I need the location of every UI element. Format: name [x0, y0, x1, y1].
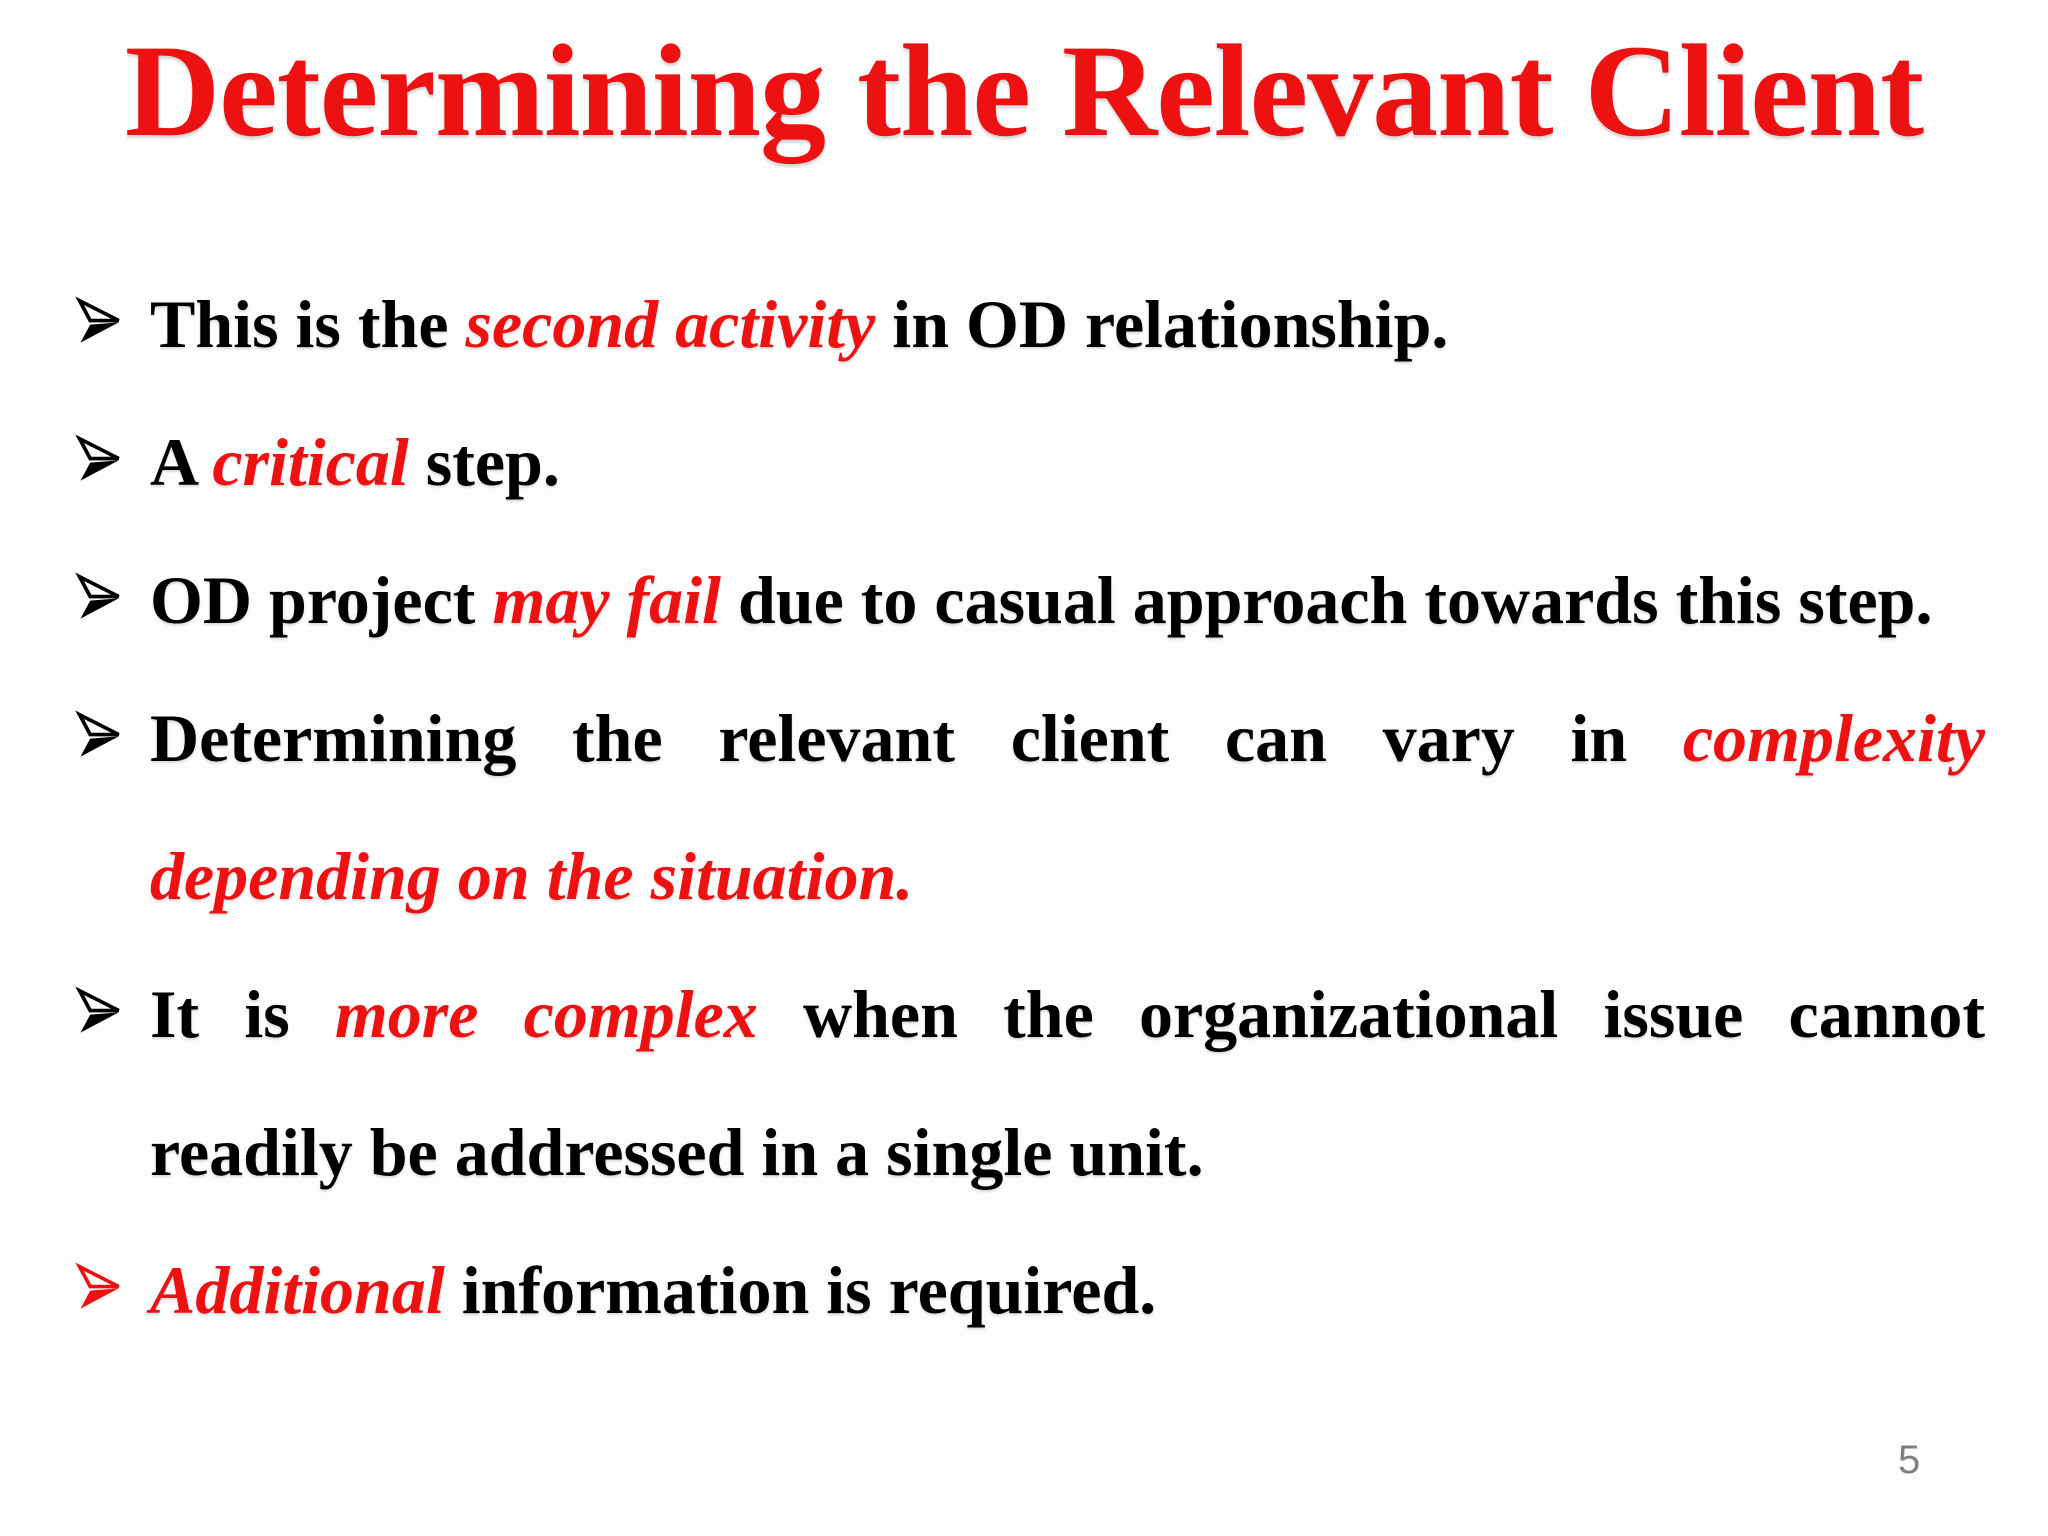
text-segment: Determining the relevant client can vary…	[150, 700, 1683, 776]
text-segment: when the organizational issue cannot	[757, 976, 1986, 1052]
arrow-bullet-icon	[75, 296, 121, 346]
slide-title: Determining the Relevant Client	[124, 17, 1924, 164]
bullet-text: OD project may fail due to casual approa…	[150, 531, 1985, 669]
text-segment: due to casual approach towards this step…	[720, 562, 1933, 638]
bullet-text: A critical step.	[150, 393, 1985, 531]
text-segment: This is the	[150, 286, 466, 362]
bullet-text: It is more complex when the organization…	[150, 945, 1985, 1083]
arrow-bullet-icon	[75, 572, 121, 622]
bullet-item-1: This is the second activity in OD relati…	[75, 255, 1985, 393]
text-segment: information is required.	[444, 1252, 1157, 1328]
arrow-bullet-icon	[75, 710, 121, 760]
bullet-item-3: OD project may fail due to casual approa…	[75, 531, 1985, 669]
bullet-item-2: A critical step.	[75, 393, 1985, 531]
text-segment-highlight: Additional	[150, 1252, 445, 1328]
arrow-bullet-icon	[75, 1262, 121, 1312]
bullet-text: Additional information is required.	[150, 1221, 1985, 1359]
bullet-text: Determining the relevant client can vary…	[150, 669, 1985, 807]
text-segment: A	[150, 424, 213, 500]
text-segment-highlight: depending on the situation.	[150, 838, 914, 914]
arrow-bullet-icon	[75, 986, 121, 1036]
text-segment: OD project	[150, 562, 493, 638]
text-segment-highlight: critical	[212, 424, 409, 500]
arrow-bullet-icon	[75, 434, 121, 484]
bullet-item-5: It is more complex when the organization…	[75, 945, 1985, 1221]
bullet-text: This is the second activity in OD relati…	[150, 255, 1985, 393]
bullet-text: depending on the situation.	[150, 807, 1985, 945]
bullet-text: readily be addressed in a single unit.	[150, 1083, 1985, 1221]
bullet-item-4: Determining the relevant client can vary…	[75, 669, 1985, 945]
text-segment: step.	[408, 424, 560, 500]
page-number: 5	[1898, 1438, 1921, 1482]
text-segment: in OD relationship.	[875, 286, 1449, 362]
text-segment-highlight: second activity	[465, 286, 876, 362]
bullet-item-6: Additional information is required.	[75, 1221, 1985, 1359]
text-segment-highlight: complexity	[1682, 700, 1985, 776]
text-segment: readily be addressed in a single unit.	[150, 1114, 1204, 1190]
text-segment-highlight: more complex	[334, 976, 758, 1052]
bullet-list: This is the second activity in OD relati…	[75, 255, 1985, 1359]
text-segment: It is	[150, 976, 335, 1052]
text-segment-highlight: may fail	[492, 562, 721, 638]
